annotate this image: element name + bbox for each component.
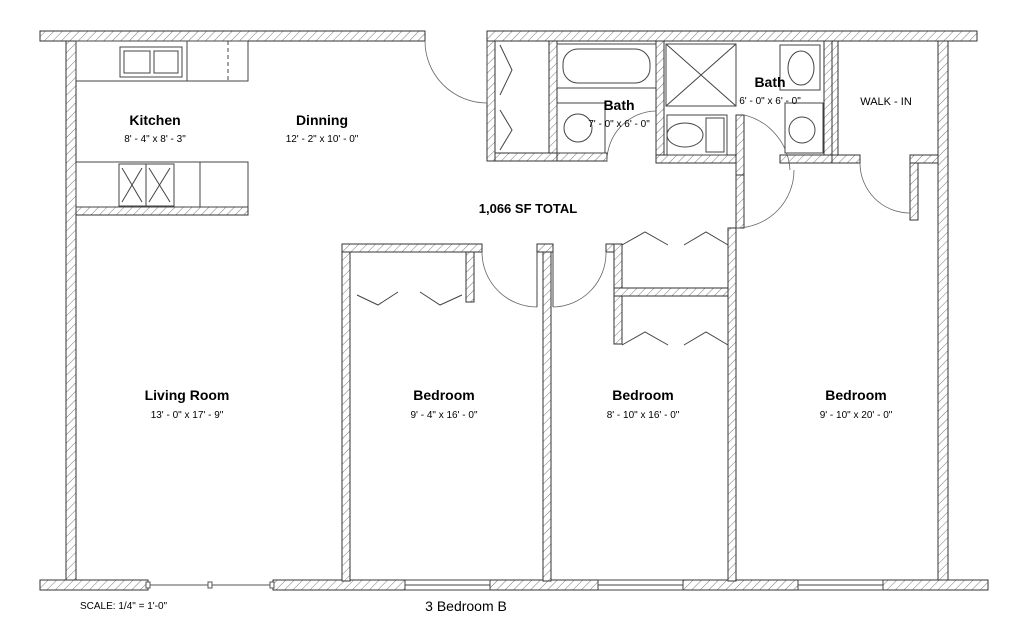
living-room-dims: 13' - 0" x 17' - 9" bbox=[151, 410, 224, 421]
bath1-label: Bath bbox=[603, 97, 634, 113]
bedroom2-label: Bedroom bbox=[612, 387, 673, 403]
doors bbox=[424, 40, 911, 308]
bathtub-icon bbox=[556, 43, 657, 89]
toilet-icon-2 bbox=[779, 44, 821, 91]
bath-fixtures bbox=[556, 43, 824, 156]
bedroom2-dims: 8' - 10" x 16' - 0" bbox=[607, 410, 680, 421]
bedroom3-dims: 9' - 10" x 20' - 0" bbox=[820, 410, 893, 421]
sink-icon bbox=[119, 46, 183, 78]
kitchen-label: Kitchen bbox=[129, 112, 180, 128]
toilet-icon bbox=[666, 114, 728, 156]
windows bbox=[145, 579, 884, 591]
living-room-label: Living Room bbox=[145, 387, 230, 403]
dining-dims: 12' - 2" x 10' - 0" bbox=[286, 134, 359, 145]
total-area-label: 1,066 SF TOTAL bbox=[479, 201, 578, 216]
vanity-icon-2 bbox=[784, 102, 824, 154]
bedroom1-label: Bedroom bbox=[413, 387, 474, 403]
kitchen-fixtures bbox=[75, 40, 249, 208]
interior-walls bbox=[75, 40, 939, 582]
bedroom3-label: Bedroom bbox=[825, 387, 886, 403]
closet-doors bbox=[356, 44, 729, 346]
vanity-icon bbox=[556, 102, 606, 154]
bath2-label: Bath bbox=[754, 74, 785, 90]
kitchen-dims: 8' - 4" x 8' - 3" bbox=[124, 134, 186, 145]
scale-label: SCALE: 1/4" = 1'-0" bbox=[80, 601, 168, 612]
labels: Kitchen 8' - 4" x 8' - 3" Dinning 12' - … bbox=[80, 74, 912, 614]
bedroom1-dims: 9' - 4" x 16' - 0" bbox=[410, 410, 478, 421]
dining-label: Dinning bbox=[296, 112, 348, 128]
walkin-label: WALK - IN bbox=[860, 96, 912, 108]
plan-title: 3 Bedroom B bbox=[425, 598, 507, 614]
bath1-dims: 7' - 0" x 6' - 0" bbox=[588, 119, 650, 130]
bath2-dims: 6' - 0" x 6' - 0" bbox=[739, 96, 801, 107]
exterior-walls bbox=[39, 30, 989, 591]
